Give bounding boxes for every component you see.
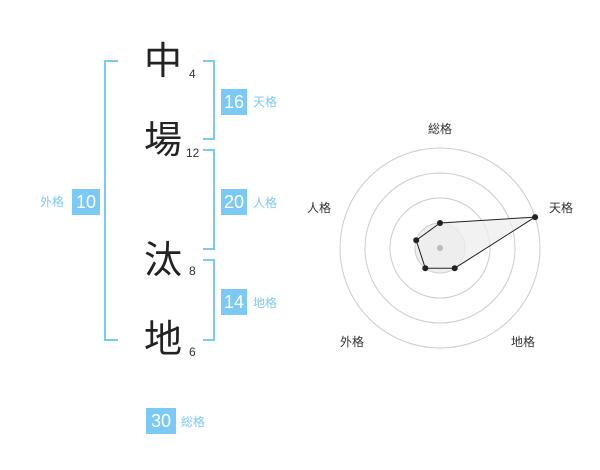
radar-axis-label-jinkaku: 人格 <box>307 201 332 215</box>
jinkaku-label: 人格 <box>253 196 278 210</box>
radar-value-polygon <box>415 216 536 269</box>
name-char-4: 地 <box>144 317 183 361</box>
jinkaku-value-badge: 20 <box>221 189 247 215</box>
stroke-count-3: 8 <box>189 264 196 278</box>
gaikaku-value-badge: 10 <box>72 189 100 215</box>
stroke-count-2: 12 <box>186 146 200 160</box>
name-char-2: 場 <box>144 118 183 162</box>
stroke-count-4: 6 <box>189 345 196 359</box>
chikaku-label: 地格 <box>253 296 278 310</box>
radar-point-4 <box>422 265 429 272</box>
radar-axis-label-gaikaku: 外格 <box>340 335 365 349</box>
radar-grid-ring-4 <box>339 147 541 349</box>
chikaku-bracket <box>203 259 215 341</box>
jinkaku-bracket <box>203 149 215 250</box>
soukaku-value-badge: 30 <box>146 408 176 434</box>
gaikaku-label: 外格 <box>40 195 65 209</box>
radar-point-5 <box>413 237 420 244</box>
soukaku-label: 総格 <box>181 415 206 429</box>
name-char-1: 中 <box>144 39 183 83</box>
name-char-3: 汰 <box>144 238 183 282</box>
radar-center-dot <box>437 245 443 251</box>
radar-axis-label-tenkaku: 天格 <box>549 201 574 215</box>
radar-point-3 <box>451 265 458 272</box>
radar-axis-label-soukaku: 総格 <box>428 122 453 136</box>
radar-grid-ring-3 <box>364 172 516 324</box>
stroke-count-1: 4 <box>189 67 196 81</box>
tenkaku-label: 天格 <box>253 95 278 109</box>
tenkaku-bracket <box>203 60 215 140</box>
radar-point-1 <box>437 220 443 226</box>
chikaku-value-badge: 14 <box>221 289 247 315</box>
radar-point-2 <box>532 214 539 221</box>
radar-grid-ring-2 <box>389 197 491 299</box>
radar-axis-label-chikaku: 地格 <box>511 335 536 349</box>
tenkaku-value-badge: 16 <box>221 89 247 115</box>
gaikaku-bracket <box>104 60 118 341</box>
